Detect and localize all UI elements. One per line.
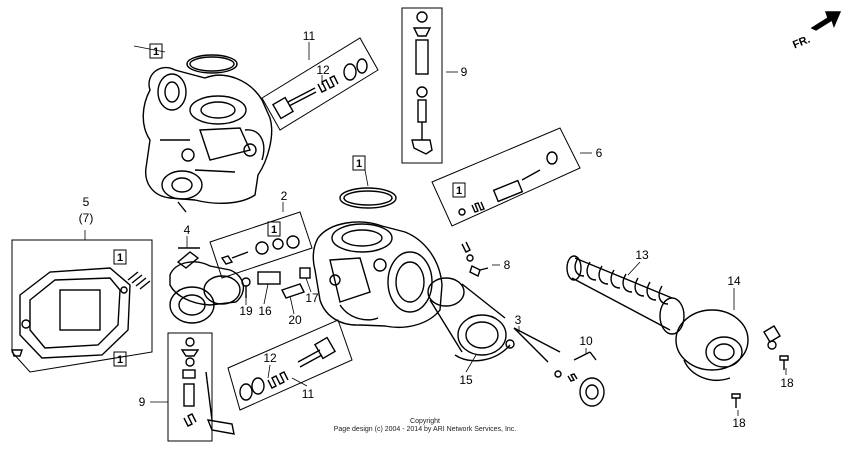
callout-16: 16: [258, 304, 272, 318]
coil-spring-13: [566, 255, 685, 335]
kit-2-parts: [220, 235, 300, 265]
callout-9-top: 9: [461, 65, 468, 79]
callout-14: 14: [727, 274, 741, 288]
callout-11-bottom: 11: [302, 387, 315, 401]
callout-20: 20: [288, 313, 302, 327]
kit-box-6: [431, 127, 581, 227]
kit-box-11-top: [261, 37, 379, 131]
callout-17: 17: [305, 291, 319, 305]
callout-12-top: 12: [316, 63, 330, 77]
ref-label-1-kit2: 1: [271, 224, 277, 236]
ref-label-1-bowl-top: 1: [117, 252, 123, 264]
ref-box-1-top: [149, 43, 163, 59]
callout-12-bottom: 12: [263, 351, 277, 365]
callout-15: 15: [459, 373, 473, 387]
callout-6: 6: [596, 146, 603, 160]
jet-needle-top: [271, 58, 368, 120]
kit-box-9-top: [401, 7, 443, 164]
callout-2: 2: [281, 189, 288, 203]
float-assembly: [169, 247, 245, 324]
callout-11-top: 11: [303, 29, 316, 43]
screws-8: [461, 241, 489, 277]
callout-5: 5: [83, 195, 90, 209]
kit-box-2: [209, 211, 313, 279]
kit-box-11-bottom: [227, 319, 353, 411]
callout-13: 13: [635, 248, 649, 262]
o-ring-main: [339, 187, 397, 209]
o-ring-top: [186, 54, 238, 74]
needle-valve-parts: [241, 267, 311, 299]
jet-needle-bottom: [239, 336, 337, 401]
carburetor-main: [312, 221, 443, 328]
callout-3: 3: [515, 313, 522, 327]
front-direction-label: FR.: [791, 34, 812, 52]
ref-box-1-kit6: [452, 182, 466, 198]
callout-9-bottom: 9: [139, 395, 146, 409]
kit-box-5: [11, 239, 153, 373]
callout-18-bottom: 18: [732, 416, 746, 430]
float-bowl: [11, 267, 151, 359]
intake-boot: [427, 277, 511, 362]
pilot-screw-parts: [458, 151, 558, 216]
ref-box-1-bowl-bottom: [113, 351, 127, 367]
copyright-text: Page design (c) 2004 - 2014 by ARI Netwo…: [333, 426, 517, 433]
ref-label-1-top: 1: [153, 46, 159, 58]
ref-box-1-main: [352, 155, 366, 171]
top-cover-14: [675, 309, 749, 381]
bracket-18: [731, 325, 789, 408]
copyright-title: Copyright: [410, 418, 440, 425]
callout-4: 4: [184, 223, 191, 237]
ref-box-1-bowl-top: [113, 249, 127, 265]
needle-jet-parts-bottom: [180, 337, 235, 435]
cap-10: [573, 351, 605, 407]
carburetor-top: [142, 66, 273, 213]
kit-box-9-bottom: [167, 332, 213, 442]
callout-10: 10: [579, 334, 593, 348]
ref-label-1-kit6: 1: [456, 185, 462, 197]
needle-jet-parts-top: [411, 11, 433, 155]
callout-8: 8: [504, 258, 511, 272]
callout-19: 19: [239, 304, 253, 318]
callout-18-right: 18: [780, 376, 794, 390]
ref-box-1-kit2: [267, 221, 281, 237]
ref-label-1-bowl-bottom: 1: [117, 354, 123, 366]
copyright-notice: Copyright Page design (c) 2004 - 2014 by…: [0, 418, 850, 434]
ref-label-1-main: 1: [356, 158, 362, 170]
callout-7: (7): [79, 211, 94, 225]
front-direction-arrow: [810, 11, 842, 31]
drain-screw-kit-3: [505, 327, 578, 382]
